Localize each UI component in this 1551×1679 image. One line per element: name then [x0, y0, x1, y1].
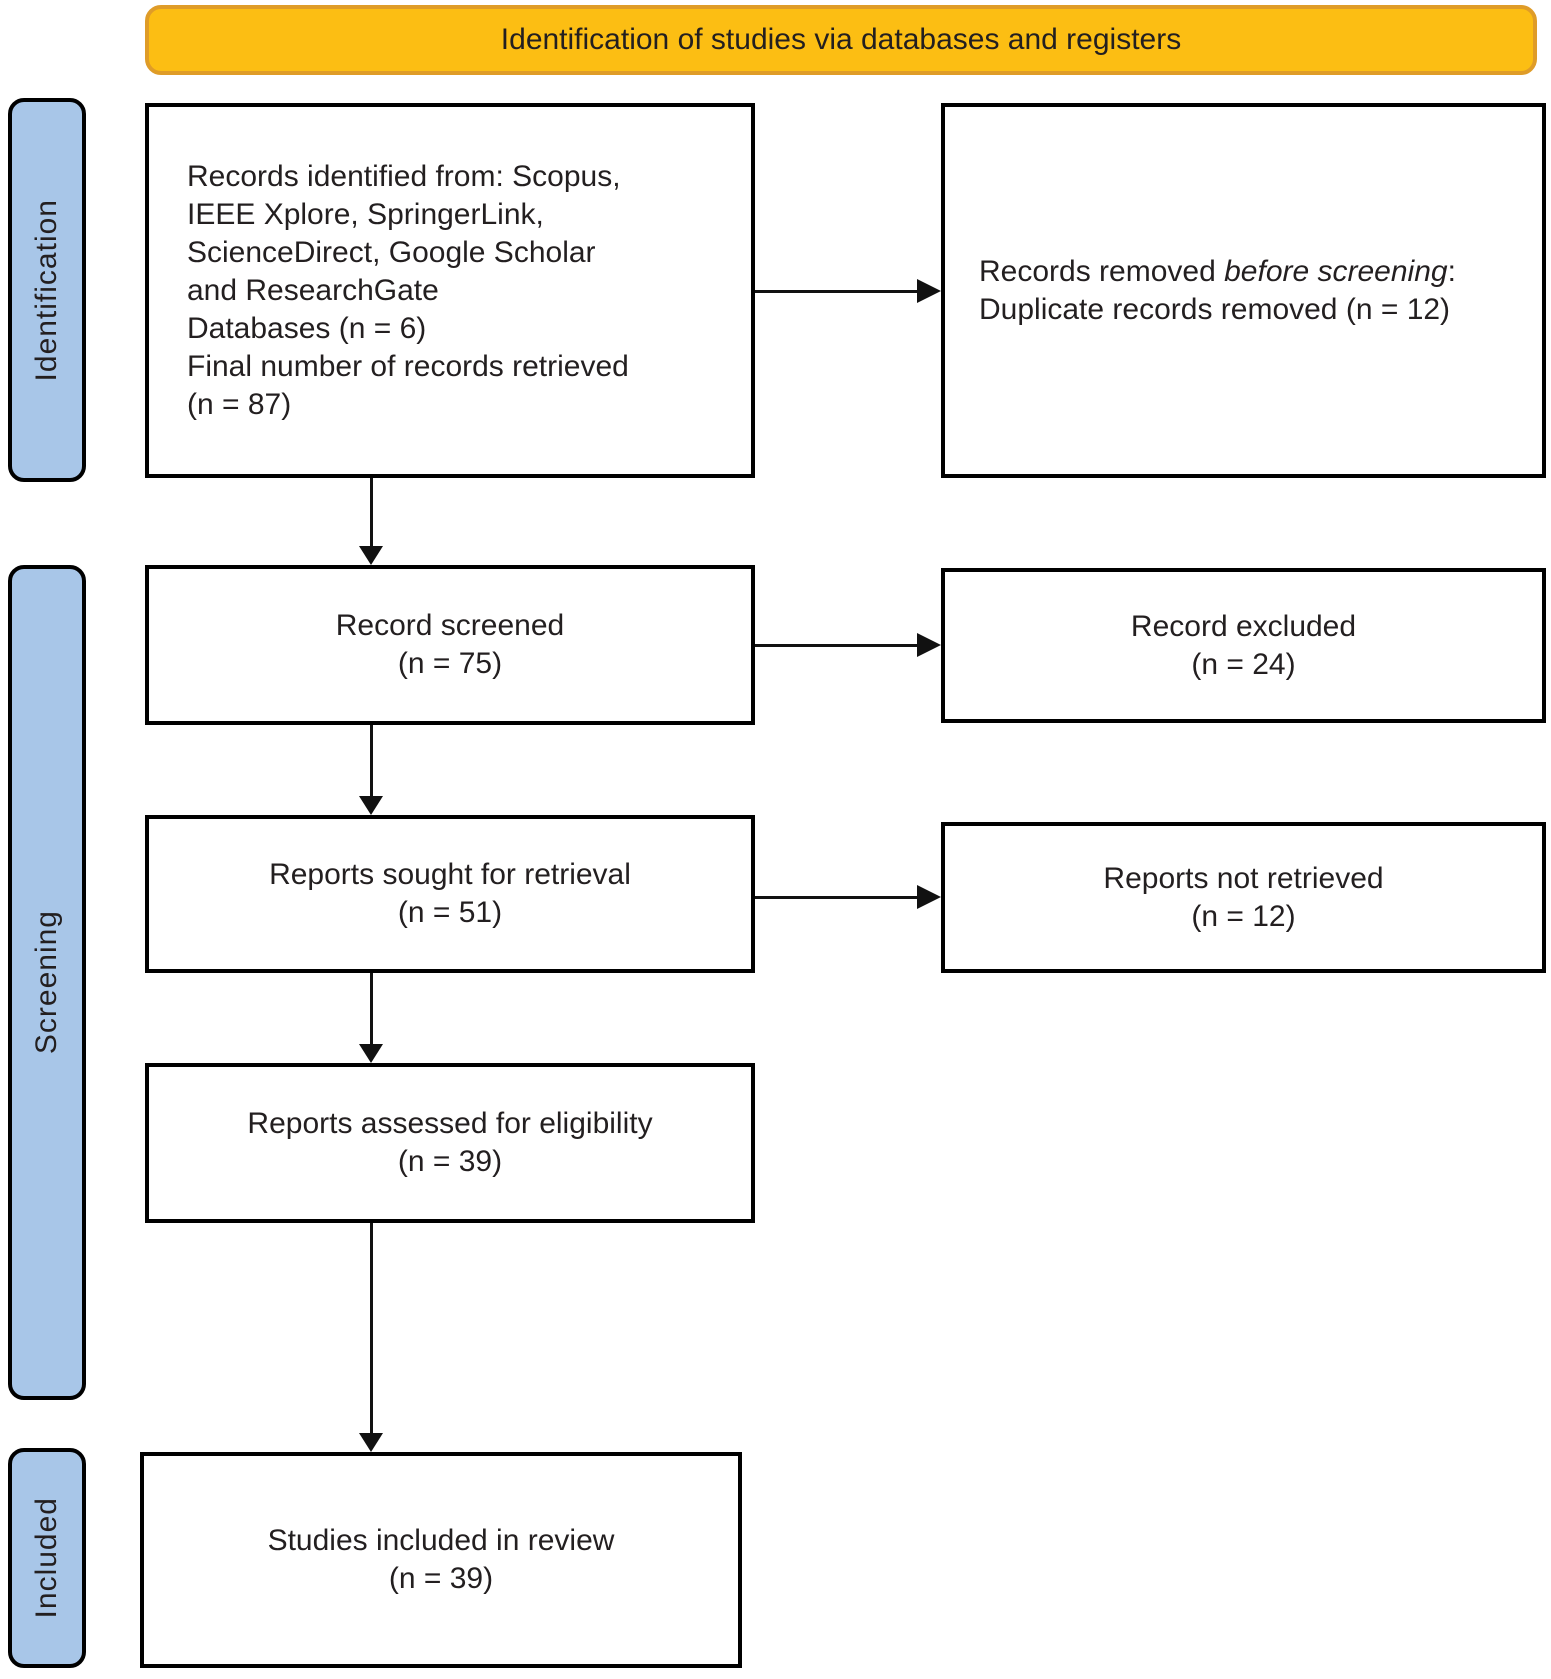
stage-label-screening: Screening — [8, 565, 86, 1400]
banner-title: Identification of studies via databases … — [500, 23, 1182, 56]
arrow-head-assessed-to-included — [359, 1433, 383, 1452]
box-reports-assessed-line1: Reports assessed for eligibility — [247, 1107, 653, 1140]
records-removed-post: : — [1447, 254, 1456, 288]
box-reports-sought: Reports sought for retrieval (n = 51) — [145, 815, 755, 973]
box-reports-sought-line1: Reports sought for retrieval — [269, 858, 631, 891]
box-record-screened-line2: (n = 75) — [397, 647, 503, 680]
arrow-head-screened-to-sought — [359, 796, 383, 815]
box-studies-included-line2: (n = 39) — [388, 1562, 494, 1595]
box-reports-not-retrieved-line2: (n = 12) — [1191, 899, 1296, 933]
box-reports-assessed: Reports assessed for eligibility (n = 39… — [145, 1063, 755, 1223]
box-reports-sought-line2: (n = 51) — [397, 896, 503, 929]
arrow-line-sought-to-assessed — [370, 973, 373, 1045]
box-record-screened: Record screened (n = 75) — [145, 565, 755, 725]
box-reports-assessed-line2: (n = 39) — [397, 1145, 503, 1178]
banner-identification-of-studies: Identification of studies via databases … — [145, 5, 1537, 75]
arrow-head-identified-to-screened — [359, 546, 383, 565]
box-record-screened-line1: Record screened — [335, 609, 565, 642]
arrow-head-sought-to-not-retrieved — [917, 885, 941, 909]
box-record-excluded-line2: (n = 24) — [1191, 647, 1296, 681]
stage-label-identification: Identification — [8, 98, 86, 482]
box-records-removed: Records removed before screening: Duplic… — [941, 103, 1546, 478]
stage-label-included-text: Included — [30, 1497, 63, 1619]
box-records-identified: Records identified from: Scopus, IEEE Xp… — [145, 103, 755, 478]
arrow-head-sought-to-assessed — [359, 1044, 383, 1063]
stage-label-included: Included — [8, 1448, 86, 1668]
records-removed-italic: before screening — [1224, 254, 1448, 288]
box-reports-not-retrieved-line1: Reports not retrieved — [1103, 861, 1384, 895]
box-record-excluded-line1: Record excluded — [1130, 609, 1357, 643]
arrow-line-identified-to-screened — [370, 478, 373, 548]
arrow-line-sought-to-not-retrieved — [755, 896, 920, 899]
arrow-line-screened-to-excluded — [755, 644, 920, 647]
arrow-line-screened-to-sought — [370, 725, 373, 797]
box-record-excluded: Record excluded (n = 24) — [941, 568, 1546, 723]
arrow-head-identified-to-removed — [917, 279, 941, 303]
arrow-head-screened-to-excluded — [917, 633, 941, 657]
arrow-line-identified-to-removed — [755, 290, 920, 293]
arrow-line-assessed-to-included — [370, 1223, 373, 1435]
box-studies-included-line1: Studies included in review — [267, 1524, 615, 1557]
stage-label-screening-text: Screening — [30, 910, 63, 1055]
box-reports-not-retrieved: Reports not retrieved (n = 12) — [941, 822, 1546, 973]
stage-label-identification-text: Identification — [30, 198, 63, 382]
box-records-removed-line1: Records removed before screening: — [979, 253, 1456, 291]
box-studies-included: Studies included in review (n = 39) — [140, 1452, 742, 1668]
records-removed-pre: Records removed — [979, 254, 1225, 288]
box-records-identified-text: Records identified from: Scopus, IEEE Xp… — [187, 159, 629, 421]
box-records-removed-line2: Duplicate records removed (n = 12) — [979, 292, 1451, 326]
